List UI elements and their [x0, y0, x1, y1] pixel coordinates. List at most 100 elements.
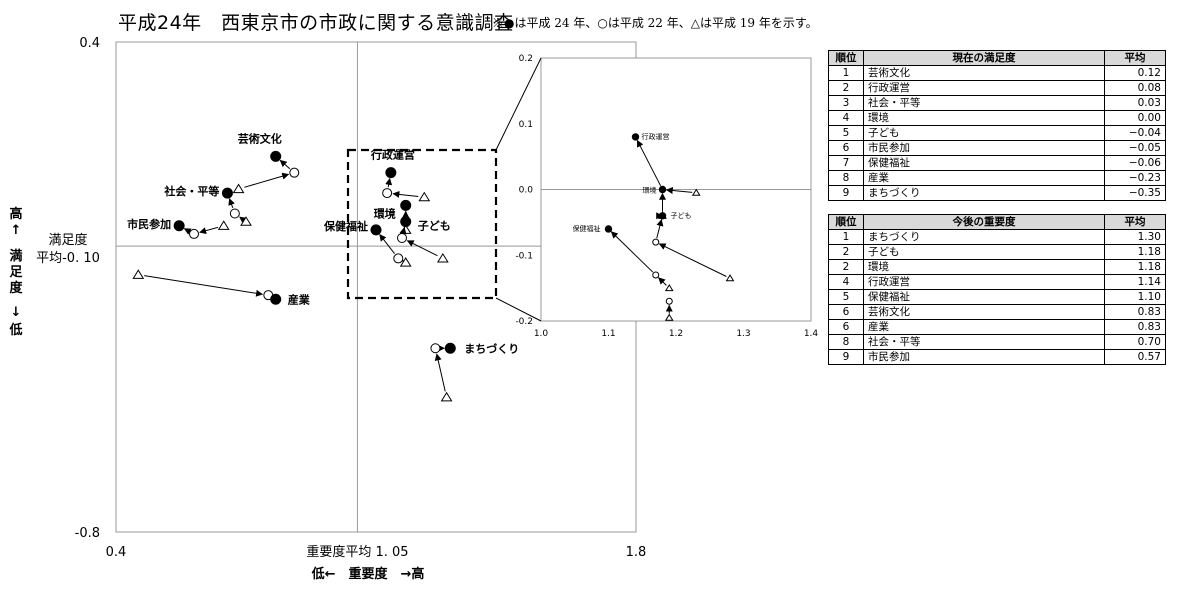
inset-y-tick-label: -0.1	[515, 251, 533, 261]
marker-2010	[665, 297, 673, 305]
marker-2007	[132, 269, 145, 279]
x-tick-label: 0.4	[106, 545, 127, 560]
marker-2010	[430, 343, 441, 354]
rank-cell: 2	[828, 244, 864, 260]
marker-2007	[440, 391, 453, 402]
trend-arrow	[406, 240, 438, 257]
trend-arrow	[658, 277, 667, 286]
average-cell: −0.23	[1104, 170, 1166, 186]
marker-2007	[399, 257, 412, 267]
average-cell: 0.83	[1104, 304, 1166, 320]
item-cell: 産業	[863, 319, 1105, 335]
rank-cell: 6	[828, 319, 864, 335]
rank-cell: 1	[828, 229, 864, 245]
y-direction-label: 高↑満足度↓低	[8, 206, 23, 338]
marker-2010	[229, 208, 240, 219]
marker-2010	[382, 188, 393, 199]
average-cell: 0.12	[1104, 65, 1166, 81]
marker-2012	[370, 224, 382, 236]
point-group: 保健福祉	[323, 219, 412, 267]
rank-cell: 6	[828, 140, 864, 156]
inset-point-group: 子ども	[652, 212, 735, 282]
trend-arrow	[244, 172, 290, 188]
trend-arrow	[636, 139, 662, 187]
point-label: 芸術文化	[238, 131, 282, 145]
rank-cell: 4	[828, 274, 864, 290]
trend-arrow	[239, 216, 247, 224]
average-cell: 0.83	[1104, 319, 1166, 335]
item-cell: まちづくり	[863, 185, 1105, 201]
marker-2007	[418, 191, 431, 202]
average-cell: 0.57	[1104, 349, 1166, 365]
trend-arrow	[385, 177, 393, 188]
item-cell: 保健福祉	[863, 289, 1105, 305]
inset-point-label: 保健福祉	[573, 224, 601, 233]
table-header-row: 順位 現在の満足度 平均	[828, 50, 1166, 66]
trend-arrow	[199, 226, 219, 235]
rank-cell: 4	[828, 110, 864, 126]
inset-point-group: 保健福祉	[573, 224, 674, 292]
zoom-connector	[495, 297, 542, 322]
item-cell: 芸術文化	[863, 304, 1105, 320]
chart-title: 平成24年 西東京市の市政に関する意識調査	[118, 12, 514, 34]
item-cell: 行政運営	[863, 80, 1105, 96]
marker-2007	[664, 284, 674, 292]
y-mean-label: 満足度	[48, 232, 87, 248]
rank-cell: 1	[828, 65, 864, 81]
inset-x-tick-label: 1.3	[736, 329, 750, 339]
trend-arrow	[656, 218, 664, 239]
average-cell: −0.04	[1104, 125, 1166, 141]
item-cell: 社会・平等	[863, 334, 1105, 350]
inset-point-label: 環境	[643, 186, 657, 195]
marker-2012	[444, 342, 456, 354]
trend-arrow	[399, 226, 407, 235]
point-label: 産業	[288, 292, 311, 306]
marker-2007	[436, 252, 449, 263]
trend-arrow	[228, 198, 235, 209]
point-group: 子ども	[397, 216, 451, 263]
average-cell: 1.30	[1104, 229, 1166, 245]
item-cell: 市民参加	[863, 349, 1105, 365]
marker-2010	[652, 238, 660, 246]
table-header-row: 順位 今後の重要度 平均	[828, 214, 1166, 230]
trend-arrow	[183, 228, 192, 235]
rank-cell: 5	[828, 289, 864, 305]
marker-2010	[652, 271, 660, 279]
y-tick-label: 0.4	[79, 36, 100, 51]
marker-2012	[270, 293, 282, 305]
inset-x-tick-label: 1.0	[534, 329, 549, 339]
item-cell: 子ども	[863, 244, 1105, 260]
inset-point-label: 行政運営	[642, 132, 670, 141]
point-label: 子ども	[418, 220, 451, 233]
y-tick-label: -0.8	[75, 526, 100, 541]
marker-2012	[270, 150, 282, 162]
average-cell: 1.10	[1104, 289, 1166, 305]
rank-header: 順位	[828, 50, 864, 66]
marker-2012	[221, 187, 233, 199]
item-cell: 行政運営	[863, 274, 1105, 290]
marker-2012	[658, 212, 667, 220]
item-cell: まちづくり	[863, 229, 1105, 245]
average-cell: 0.08	[1104, 80, 1166, 96]
marker-2012	[385, 167, 397, 179]
average-cell: 1.14	[1104, 274, 1166, 290]
zoom-region	[346, 148, 498, 300]
trend-arrow	[610, 231, 654, 273]
rank-cell: 6	[828, 304, 864, 320]
rank-header: 順位	[828, 214, 864, 230]
marker-2007	[217, 220, 230, 230]
item-cell: 産業	[863, 170, 1105, 186]
rank-cell: 5	[828, 125, 864, 141]
rank-cell: 2	[828, 259, 864, 275]
marker-2012	[400, 199, 412, 211]
